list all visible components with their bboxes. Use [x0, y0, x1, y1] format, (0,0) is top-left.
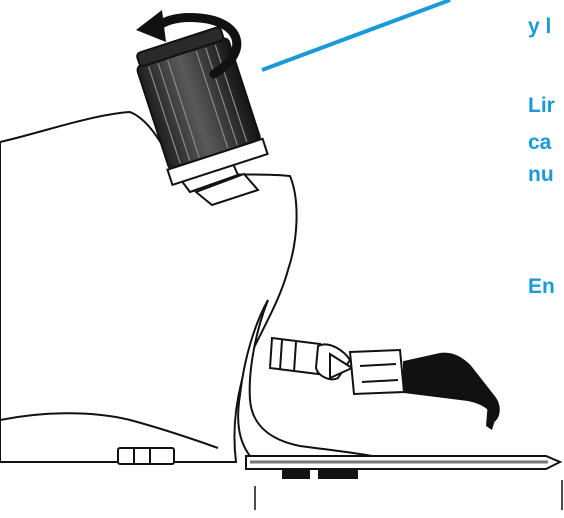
base-feet: [282, 469, 358, 479]
leader-line: [262, 0, 450, 70]
caption-line-4: nu: [528, 160, 554, 189]
tube-clamp: [270, 338, 404, 394]
caption-line-2: Lir: [528, 91, 555, 120]
nozzle: [404, 354, 499, 420]
caption-line-1: y l: [528, 12, 551, 41]
caption-line-3: ca: [528, 128, 551, 157]
device-feet: [118, 448, 174, 464]
caption-line-5: En: [528, 272, 555, 301]
